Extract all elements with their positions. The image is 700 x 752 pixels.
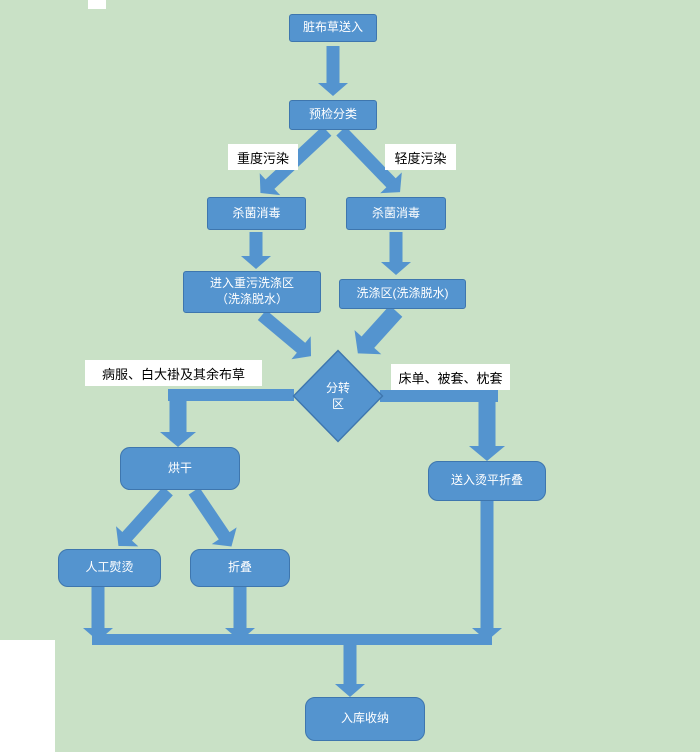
node-fold-label: 折叠 bbox=[227, 560, 252, 575]
node-sterilize-left: 杀菌消毒 bbox=[207, 197, 306, 230]
arrow-transfer-to-press-fold bbox=[469, 390, 505, 461]
diamond-shape bbox=[292, 349, 384, 443]
arrow-dry-to-fold bbox=[182, 483, 244, 555]
node-heavy-wash-label: 进入重污洗涤区 （洗涤脱水） bbox=[209, 276, 294, 306]
label-heavy-pollution: 重度污染 bbox=[228, 144, 298, 170]
label-heavy-pollution-text: 重度污染 bbox=[236, 150, 289, 166]
arrow-sterilize-left-to-heavy-wash bbox=[241, 232, 271, 269]
arrow-dry-to-manual-iron bbox=[107, 481, 179, 557]
node-dry-label: 烘干 bbox=[167, 460, 192, 475]
arrow-shaft bbox=[480, 501, 494, 629]
arrow-shaft bbox=[169, 389, 187, 433]
arrow-sterilize-right-to-light-wash bbox=[381, 232, 411, 275]
arrow-shaft bbox=[389, 232, 403, 263]
node-sterilize-right-label: 杀菌消毒 bbox=[371, 205, 420, 220]
node-dry: 烘干 bbox=[120, 447, 240, 490]
label-right-items-text: 床单、被套、枕套 bbox=[398, 370, 503, 386]
arrow-press-fold-to-junction bbox=[472, 501, 502, 641]
node-fold: 折叠 bbox=[190, 549, 290, 587]
node-transfer-label: 分转 区 bbox=[325, 380, 350, 411]
node-precheck: 预检分类 bbox=[289, 100, 377, 130]
arrow-shaft bbox=[249, 232, 263, 257]
arrow-head bbox=[381, 262, 411, 275]
arrow-shaft bbox=[233, 587, 247, 629]
label-right-items: 床单、被套、枕套 bbox=[391, 364, 510, 390]
node-light-wash-label: 洗涤区(洗涤脱水) bbox=[356, 286, 449, 301]
label-left-items: 病服、白大褂及其余布草 bbox=[85, 360, 262, 386]
connector-transfer-right bbox=[380, 390, 498, 402]
node-manual-iron-label: 人工熨烫 bbox=[85, 560, 134, 575]
arrow-shaft bbox=[343, 644, 357, 685]
arrow-shaft bbox=[121, 486, 173, 542]
arrow-shaft bbox=[326, 46, 340, 84]
node-intake-label: 脏布草送入 bbox=[302, 20, 363, 35]
arrow-manual-iron-to-junction bbox=[83, 587, 113, 641]
node-manual-iron: 人工熨烫 bbox=[58, 549, 161, 587]
connector-junction-bar bbox=[92, 634, 492, 645]
node-sterilize-left-label: 杀菌消毒 bbox=[232, 205, 281, 220]
page-edge-marker bbox=[88, 0, 106, 9]
arrow-head bbox=[160, 432, 196, 447]
node-precheck-label: 预检分类 bbox=[308, 107, 357, 122]
node-heavy-wash: 进入重污洗涤区 （洗涤脱水） bbox=[183, 271, 321, 313]
connector-transfer-left bbox=[168, 389, 294, 401]
label-light-pollution-text: 轻度污染 bbox=[394, 150, 447, 166]
node-light-wash: 洗涤区(洗涤脱水) bbox=[339, 279, 466, 309]
arrow-fold-to-junction bbox=[225, 587, 255, 641]
node-transfer-diamond: 分转 区 bbox=[292, 349, 384, 443]
node-intake: 脏布草送入 bbox=[289, 14, 377, 42]
node-storage: 入库收纳 bbox=[305, 697, 425, 741]
node-press-fold-label: 送入烫平折叠 bbox=[450, 473, 523, 488]
label-light-pollution: 轻度污染 bbox=[385, 144, 456, 170]
arrow-shaft bbox=[188, 487, 231, 541]
arrow-shaft bbox=[478, 390, 496, 447]
arrow-head bbox=[335, 684, 365, 697]
arrow-intake-to-precheck bbox=[318, 46, 348, 96]
arrow-junction-to-storage bbox=[335, 644, 365, 697]
arrow-head bbox=[318, 83, 348, 96]
node-press-fold: 送入烫平折叠 bbox=[428, 461, 546, 501]
node-storage-label: 入库收纳 bbox=[340, 711, 389, 726]
arrow-shaft bbox=[91, 587, 105, 629]
page-margin-corner bbox=[0, 640, 55, 752]
arrow-head bbox=[241, 256, 271, 269]
arrow-head bbox=[469, 446, 505, 461]
node-sterilize-right: 杀菌消毒 bbox=[346, 197, 446, 230]
arrow-shaft bbox=[257, 310, 307, 354]
arrow-transfer-to-dry bbox=[160, 389, 196, 447]
label-left-items-text: 病服、白大褂及其余布草 bbox=[101, 366, 245, 382]
